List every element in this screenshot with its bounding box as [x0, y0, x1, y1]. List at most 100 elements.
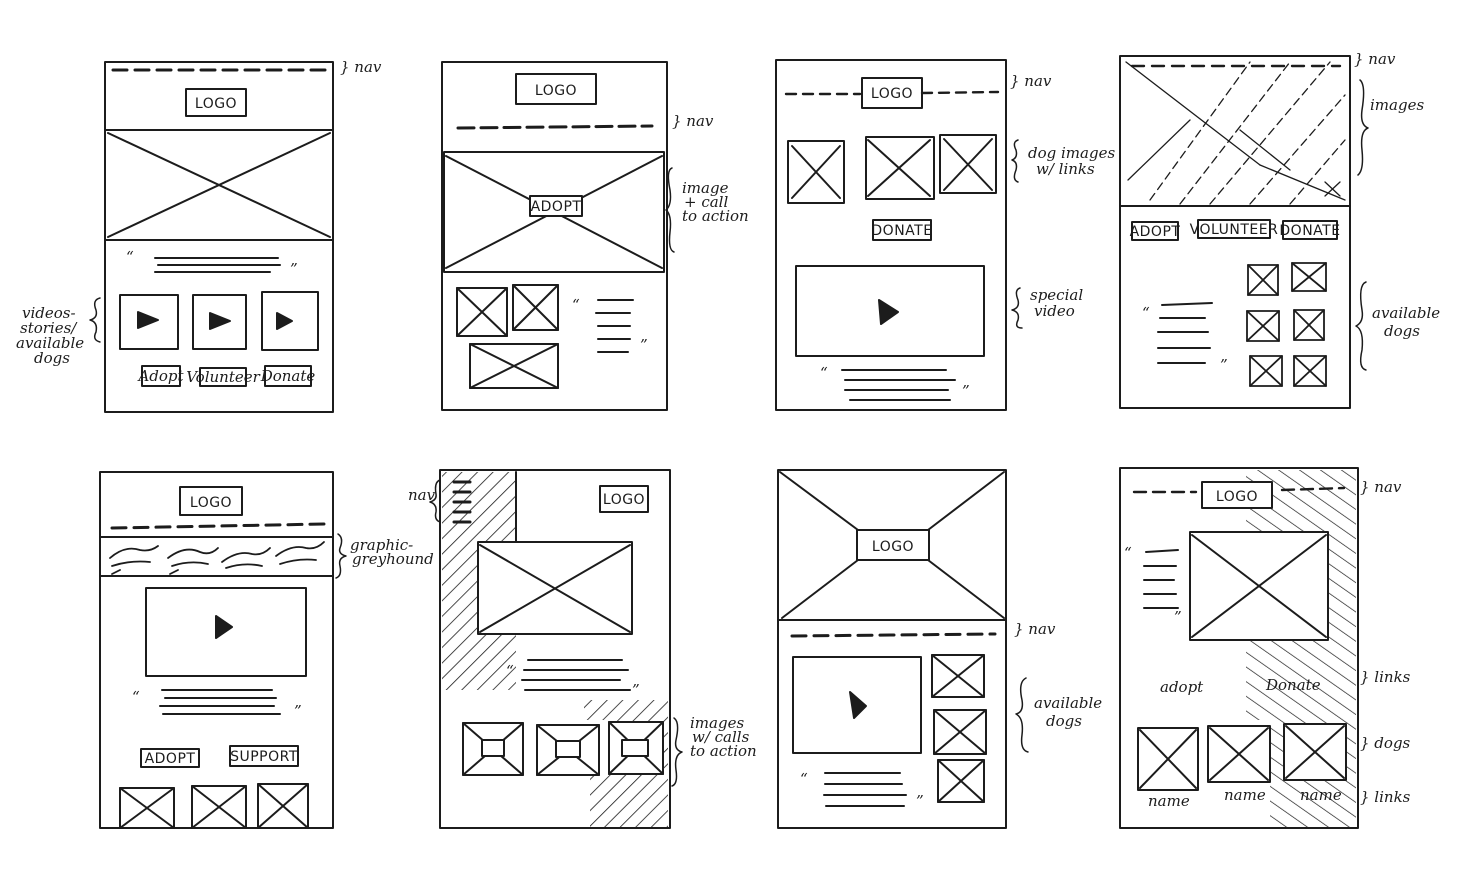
- svg-text:VOLUNTEER: VOLUNTEER: [1190, 222, 1279, 238]
- svg-text:”: ”: [294, 702, 302, 720]
- donate-button[interactable]: DONATE: [871, 219, 932, 241]
- svg-text:“: “: [1142, 304, 1150, 322]
- adopt-button[interactable]: ADOPT: [1130, 221, 1181, 241]
- donate-link[interactable]: Donate: [1265, 676, 1321, 694]
- svg-text:“: “: [506, 662, 514, 680]
- svg-text:“: “: [572, 296, 580, 314]
- svg-text:LOGO: LOGO: [871, 86, 913, 102]
- svg-text:“: “: [132, 688, 140, 706]
- dog-image-row: [787, 134, 997, 204]
- svg-text:LOGO: LOGO: [603, 492, 645, 508]
- svg-text:LOGO: LOGO: [1216, 489, 1258, 505]
- svg-text:”: ”: [1174, 608, 1182, 626]
- wireframe-4: ADOPT VOLUNTEER DONATE “ ”: [1119, 55, 1351, 409]
- logo-box: LOGO: [861, 77, 923, 109]
- adopt-cta-button[interactable]: ADOPT: [529, 195, 583, 217]
- support-button[interactable]: SUPPORT: [229, 745, 299, 767]
- dog-name-link[interactable]: name: [1300, 786, 1342, 804]
- note-graphic: graphic-greyhound: [350, 536, 434, 568]
- note-dogs-8: } dogs: [1360, 734, 1411, 752]
- hero-image-placeholder: [777, 471, 1007, 621]
- svg-text:”: ”: [962, 382, 970, 400]
- dog-name-link[interactable]: name: [1224, 786, 1266, 804]
- svg-text:ADOPT: ADOPT: [145, 751, 196, 767]
- video-tiles: [119, 291, 319, 351]
- volunteer-button[interactable]: VOLUNTEER: [1190, 219, 1279, 239]
- note-nav-1: } nav: [340, 58, 382, 76]
- dog-image-grid: [456, 284, 559, 389]
- svg-text:Volunteer: Volunteer: [186, 368, 260, 386]
- dog-image-row: [1137, 723, 1347, 791]
- hero-image-placeholder: [1189, 531, 1329, 641]
- svg-text:LOGO: LOGO: [872, 539, 914, 555]
- logo-text: LOGO: [195, 96, 237, 112]
- svg-text:“: “: [800, 770, 808, 788]
- svg-text:“: “: [126, 248, 134, 266]
- note-nav-8: } nav: [1360, 478, 1402, 496]
- note-links-8b: } links: [1360, 788, 1411, 806]
- wireframe-1: LOGO “ ” Adopt Volunteer: [104, 61, 334, 413]
- svg-text:DONATE: DONATE: [1279, 223, 1340, 239]
- svg-text:DONATE: DONATE: [871, 223, 932, 239]
- wireframe-8: LOGO “ ” adopt Donate name name name: [1119, 467, 1359, 829]
- svg-text:”: ”: [640, 336, 648, 354]
- wireframe-3: LOGO DONATE “ ”: [775, 59, 1007, 411]
- logo-box: LOGO: [1201, 481, 1273, 509]
- wireframe-7: LOGO “ ”: [777, 469, 1007, 829]
- cta-image-row[interactable]: [462, 721, 664, 776]
- svg-text:Adopt: Adopt: [136, 367, 184, 385]
- hero-image-placeholder: [104, 129, 334, 241]
- svg-text:”: ”: [632, 681, 640, 699]
- svg-text:Donate: Donate: [260, 367, 316, 385]
- hero-image-placeholder: [477, 541, 633, 635]
- donate-button[interactable]: Donate: [260, 365, 316, 387]
- featured-video-player[interactable]: [145, 587, 307, 677]
- note-nav-7: } nav: [1014, 620, 1056, 638]
- svg-text:”: ”: [290, 260, 298, 278]
- note-nav-2: } nav: [672, 112, 714, 130]
- video-player[interactable]: [792, 656, 922, 754]
- adopt-button[interactable]: Adopt: [136, 365, 185, 387]
- svg-text:“: “: [1124, 544, 1132, 562]
- svg-text:LOGO: LOGO: [535, 83, 577, 99]
- note-links-8: } links: [1360, 668, 1411, 686]
- wireframe-5: LOGO “ ” ADOPT SUPPORT: [99, 471, 334, 829]
- svg-text:”: ”: [916, 792, 924, 810]
- svg-text:ADOPT: ADOPT: [1130, 224, 1181, 240]
- dog-image-row: [119, 783, 309, 829]
- available-dogs-column: [931, 654, 987, 803]
- available-dogs-grid: [1246, 262, 1327, 387]
- svg-text:LOGO: LOGO: [190, 495, 232, 511]
- svg-text:“: “: [820, 364, 828, 382]
- logo-box: LOGO: [179, 486, 243, 516]
- special-video-player[interactable]: [795, 265, 985, 357]
- svg-text:”: ”: [1220, 356, 1228, 374]
- logo-box: LOGO: [185, 88, 247, 117]
- note-images: images: [1370, 96, 1424, 114]
- logo-box: LOGO: [856, 529, 930, 561]
- note-nav-4: } nav: [1354, 50, 1396, 68]
- note-nav-3: } nav: [1010, 72, 1052, 90]
- adopt-button[interactable]: ADOPT: [140, 748, 200, 768]
- side-nav-marks: [452, 480, 472, 524]
- note-nav-6: nav: [408, 486, 436, 504]
- volunteer-button[interactable]: Volunteer: [186, 367, 261, 387]
- greyhound-graphic-strip: [109, 541, 325, 575]
- svg-text:SUPPORT: SUPPORT: [230, 749, 298, 765]
- logo-box: LOGO: [515, 73, 597, 105]
- wireframe-6: LOGO “ ”: [439, 469, 671, 829]
- dog-name-link[interactable]: name: [1148, 792, 1190, 810]
- donate-button[interactable]: DONATE: [1279, 220, 1340, 240]
- adopt-link[interactable]: adopt: [1160, 678, 1204, 696]
- wireframe-2: LOGO ADOPT “ ”: [441, 61, 668, 411]
- logo-box: LOGO: [599, 485, 649, 513]
- svg-text:ADOPT: ADOPT: [531, 199, 582, 215]
